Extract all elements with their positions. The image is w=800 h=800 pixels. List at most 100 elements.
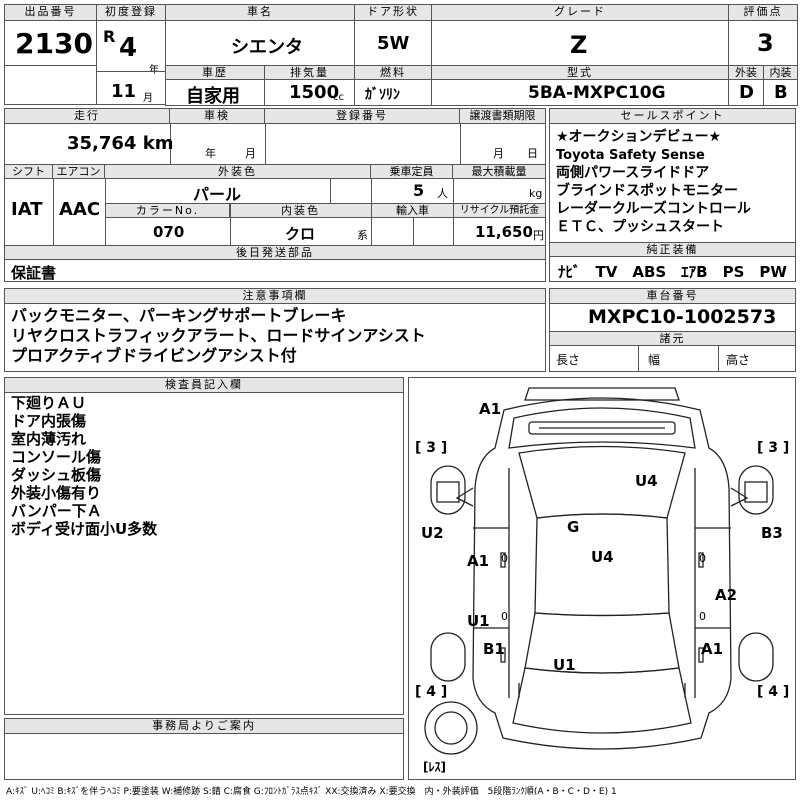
year: 4	[119, 33, 138, 63]
spec-section: 走行 車検 登録番号 譲渡書類期限 35,764 km 年 月 月 日 シフト …	[4, 108, 546, 282]
damage-mark: B3	[761, 524, 783, 542]
color: パール	[193, 185, 242, 204]
notes-section: 注意事項欄 バックモニター、パーキングサポートブレーキ リヤクロストラフィックア…	[4, 288, 546, 372]
int-label: 内装	[764, 66, 797, 80]
small-mark: 0	[699, 610, 706, 623]
tire-rr-bracket: [ 4 ]	[757, 684, 790, 700]
tire-fl: 3	[426, 440, 437, 456]
door: 5W	[377, 33, 410, 54]
spare-tire: [ﾚｽ]	[423, 760, 446, 774]
model-cell: 型式 5BA-MXPC10G	[431, 65, 729, 106]
era: R	[103, 27, 116, 46]
shift: IAT	[11, 199, 43, 220]
car-outline-diagram	[424, 387, 774, 755]
tire-fr-bracket: [ 3 ]	[757, 440, 790, 456]
history-cell: 車歴 自家用	[165, 65, 265, 107]
reg-no-label: 登録番号	[265, 109, 460, 124]
inspector-line: 下廻りＡＵ	[11, 394, 87, 412]
mileage-label: 走行	[5, 109, 170, 124]
first-reg-label: 初度登録	[97, 5, 165, 21]
transfer-label: 譲渡書類期限	[460, 109, 545, 124]
month: 11	[111, 81, 137, 102]
fuel: ｶﾞｿﾘﾝ	[365, 87, 400, 103]
capacity-unit: 人	[437, 187, 448, 200]
int-color-label: 内装色	[230, 204, 371, 218]
inspector-line: ドア内張傷	[11, 412, 87, 430]
capacity-label: 乗車定員	[371, 165, 453, 179]
chassis-number: MXPC10-1002573	[588, 306, 777, 328]
damage-mark: U2	[421, 524, 444, 542]
ext-cell: 外装 D	[728, 65, 764, 106]
legend: A:ｷｽﾞ U:ﾍｺﾐ B:ｷｽﾞを伴うﾍｺﾐ P:要塗装 W:補修跡 S:錆 …	[6, 787, 617, 797]
header-section: 出品番号 2130 初度登録 R 4 年 11 月 車名 シエンタ 車歴 自家用…	[4, 4, 798, 107]
sales-point-item: 両側パワースライドドア	[556, 165, 710, 181]
sales-point-item: ブラインドスポットモニター	[556, 183, 738, 199]
ac: AAC	[59, 199, 101, 220]
inspector-line: バンパー下Ａ	[11, 502, 102, 520]
ac-label: エアコン	[53, 165, 105, 179]
inspector-line: 室内薄汚れ	[11, 430, 87, 448]
month-unit: 月	[143, 93, 153, 104]
score: 3	[757, 29, 774, 57]
loadcap-label: 最大積載量	[453, 165, 545, 179]
displacement-cell: 排気量 1500 cc	[264, 65, 355, 106]
sales-point-item: ★オークションデビュー★	[556, 129, 722, 145]
int: B	[774, 82, 788, 103]
inspector-line: ダッシュ板傷	[11, 466, 102, 484]
inspector-line: コンソール傷	[11, 448, 102, 466]
int-color-unit: 系	[357, 229, 368, 242]
tire-rl: 4	[426, 684, 437, 700]
height-label: 高さ	[726, 353, 751, 367]
transfer-day: 日	[527, 147, 538, 160]
lot-no-label: 出品番号	[5, 5, 96, 21]
color-no: 070	[153, 223, 185, 241]
inspector-line: ボディ受け面小U多数	[11, 520, 158, 538]
sales-points-section: セールスポイント ★オークションデビュー★ Toyota Safety Sens…	[549, 108, 796, 282]
fuel-cell: 燃料 ｶﾞｿﾘﾝ	[354, 65, 432, 106]
tire-rr: 4	[768, 684, 779, 700]
damage-mark: U1	[467, 612, 490, 630]
recycle-label: リサイクル預託金	[454, 204, 545, 218]
width-label: 幅	[648, 353, 661, 367]
int-color: クロ	[285, 225, 316, 243]
small-mark: 0	[501, 552, 508, 565]
sales-points-label: セールスポイント	[550, 109, 795, 124]
length-label: 長さ	[556, 353, 581, 367]
damage-mark: G	[567, 518, 580, 536]
later-label: 後日発送部品	[5, 246, 545, 260]
capacity: 5	[413, 181, 425, 200]
import-label: 輸入車	[372, 204, 453, 218]
damage-diagram: [ 3 ] [ 3 ] [ 4 ] [ 4 ] [ﾚｽ] A1 U4 U2 B3…	[408, 377, 796, 780]
grade-label: グレード	[432, 5, 728, 21]
model: 5BA-MXPC10G	[528, 83, 666, 103]
ext-label: 外装	[729, 66, 763, 80]
displacement-unit: cc	[333, 92, 344, 103]
ext: D	[739, 82, 754, 103]
color-label: 外装色	[105, 165, 371, 179]
model-label: 型式	[432, 66, 728, 80]
notes-label: 注意事項欄	[5, 289, 545, 304]
damage-mark: U4	[591, 548, 614, 566]
dims-label: 諸元	[550, 331, 795, 346]
shift-label: シフト	[5, 165, 53, 179]
small-mark: 0	[699, 552, 706, 565]
inspection-label: 車検	[170, 109, 265, 124]
tire-fl-bracket: [ 3 ]	[415, 440, 448, 456]
color-no-label: カラーNo.	[106, 204, 230, 218]
score-cell: 評価点 3	[728, 4, 798, 66]
int-cell: 内装 B	[763, 65, 798, 106]
door-cell: ドア形状 5W	[354, 4, 432, 66]
lot-no: 2130	[15, 27, 93, 60]
equipment: ﾅﾋﾞ TV ABS ｴｱB PS PW	[558, 263, 787, 281]
damage-mark: A1	[467, 552, 490, 570]
note-line: リヤクロストラフィックアラート、ロードサインアシスト	[11, 326, 426, 345]
office-label: 事務局よりご案内	[5, 719, 403, 734]
recycle: 11,650	[475, 223, 533, 241]
damage-mark: U1	[553, 656, 576, 674]
lot-blank	[4, 65, 97, 105]
door-label: ドア形状	[355, 5, 431, 21]
mileage: 35,764 km	[67, 133, 174, 154]
car-name: シエンタ	[231, 37, 303, 58]
year-unit: 年	[149, 65, 159, 76]
chassis-label: 車台番号	[550, 289, 795, 304]
